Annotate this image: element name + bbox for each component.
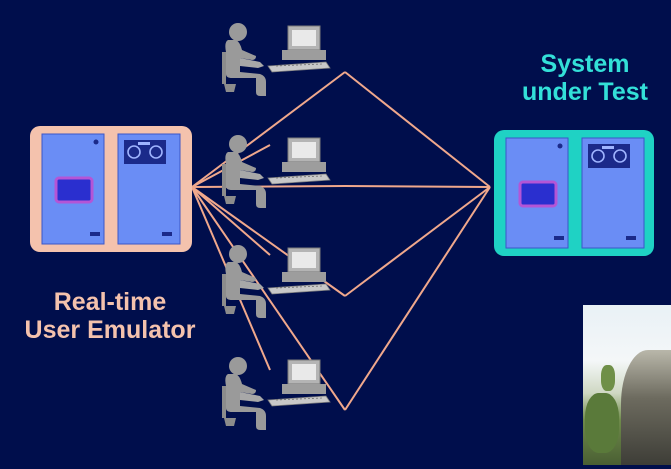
- workstation-user-icon: [221, 22, 331, 97]
- connection-lines: [191, 71, 491, 411]
- sut-node: [494, 130, 654, 256]
- presenter-video-thumbnail: [583, 305, 671, 465]
- video-foliage: [585, 393, 619, 453]
- video-presenter: [621, 350, 671, 465]
- sut-label-line-2: under Test: [522, 78, 648, 106]
- emulator-label-line-1: Real-time: [53, 288, 167, 316]
- workstation-user-icon: [221, 244, 331, 319]
- emulator-node: [30, 126, 192, 252]
- link-sut-user-1: [344, 71, 491, 188]
- video-foliage: [601, 365, 615, 391]
- sut-label-line-1: System: [540, 50, 630, 78]
- system-under-test-label: System under Test: [500, 50, 670, 106]
- emulator-label: Real-time User Emulator: [0, 288, 220, 344]
- workstation-user-icon: [221, 134, 331, 209]
- emulator-label-line-2: User Emulator: [24, 316, 196, 344]
- link-emulator-user-2: [191, 185, 346, 188]
- link-sut-user-3: [344, 186, 491, 297]
- link-sut-user-4: [344, 186, 491, 411]
- workstation-user-icon: [221, 356, 331, 431]
- link-emulator-user-1: [191, 71, 346, 188]
- link-emulator-user-3b: [191, 186, 271, 256]
- link-sut-user-2: [344, 185, 491, 188]
